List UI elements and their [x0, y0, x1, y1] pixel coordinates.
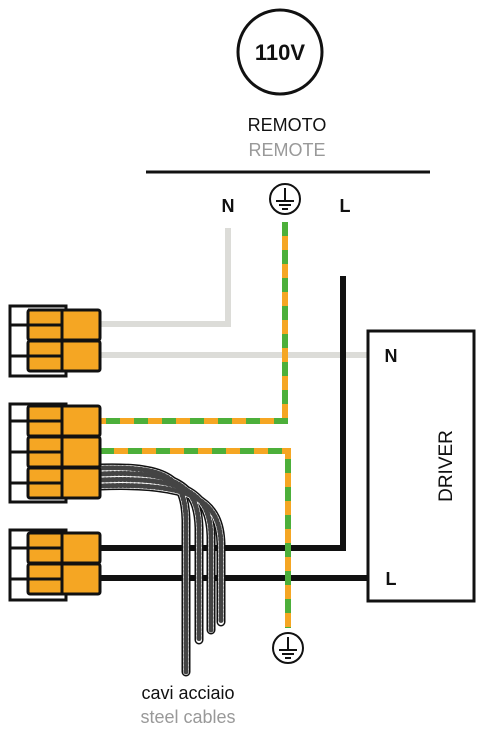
voltage-label: 110V: [255, 40, 305, 65]
remote-label-en: REMOTE: [248, 140, 325, 160]
neutral-label-top: N: [222, 196, 235, 216]
cables-label-en: steel cables: [140, 707, 235, 727]
voltage-source: 110V: [236, 8, 324, 96]
terminal-block-3: [8, 528, 102, 602]
steel-cables: [95, 463, 226, 677]
terminal-block-2: [8, 402, 102, 504]
line-label-top: L: [340, 196, 351, 216]
remote-label-it: REMOTO: [248, 115, 327, 135]
cables-label-it: cavi acciaio: [141, 683, 234, 703]
driver-line-label: L: [386, 569, 397, 589]
terminal-block-1: [8, 304, 102, 378]
driver-neutral-label: N: [385, 346, 398, 366]
ground-symbol-icon: [269, 183, 301, 215]
earth-wire-lower: [100, 448, 291, 628]
earth-wire-upper: [100, 222, 288, 424]
driver-title: DRIVER: [436, 430, 457, 502]
neutral-wire: [100, 228, 374, 358]
line-wire: [100, 276, 374, 581]
ground-symbol-icon: [272, 632, 304, 664]
driver-box: DRIVER N L: [366, 329, 476, 603]
